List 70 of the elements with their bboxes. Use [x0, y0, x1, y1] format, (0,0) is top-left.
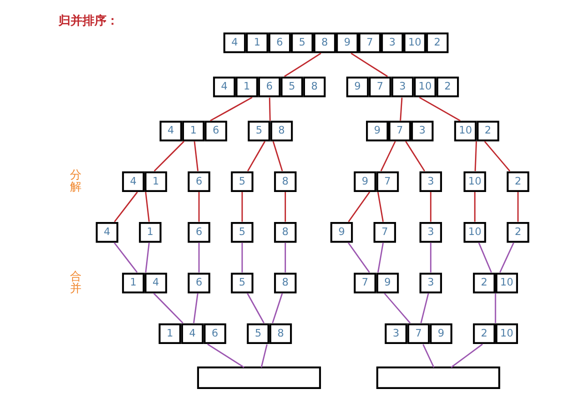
connector — [380, 141, 396, 172]
connector — [474, 192, 475, 222]
node-box: 10 — [463, 171, 486, 192]
node-box: 3 — [418, 272, 442, 294]
node-box: 3 — [418, 171, 442, 192]
connector — [193, 141, 198, 172]
node-box: 8 — [274, 222, 296, 243]
connector — [284, 52, 321, 78]
node-box: 3 — [418, 222, 442, 243]
node-box: 5 — [230, 222, 253, 243]
connector — [430, 242, 431, 272]
connector — [246, 293, 264, 324]
node-box: 9 — [330, 222, 352, 243]
connector — [399, 98, 402, 121]
connector — [113, 242, 138, 273]
connector — [418, 96, 460, 122]
node-box: 6 — [187, 272, 210, 294]
connector — [209, 96, 252, 122]
node-box: 4 — [95, 222, 118, 243]
connector — [284, 242, 286, 272]
connector — [376, 192, 384, 222]
node-box: 8 — [274, 272, 296, 294]
connector — [284, 192, 286, 222]
connector — [114, 192, 138, 222]
connector — [422, 344, 434, 368]
connector — [474, 141, 476, 172]
connector — [192, 293, 198, 324]
node-box: 5 — [230, 171, 253, 192]
connector — [153, 140, 184, 172]
connector — [198, 192, 200, 222]
connector — [430, 192, 431, 222]
connector — [450, 344, 482, 368]
diagram-title: 归并排序： — [58, 13, 118, 28]
connector — [260, 344, 268, 368]
connector — [206, 344, 244, 368]
connector — [144, 242, 150, 272]
node-box: 6 — [187, 222, 210, 243]
node-box: 7 — [373, 222, 396, 243]
connector — [198, 242, 200, 272]
label: 合并 — [69, 270, 80, 296]
node-box: 8 — [274, 171, 296, 192]
connector — [376, 242, 384, 272]
node-box: 6 — [187, 171, 210, 192]
connector — [272, 141, 282, 172]
connector — [152, 292, 183, 324]
connector — [420, 293, 429, 324]
connector — [347, 242, 370, 273]
connector — [350, 52, 388, 78]
node-box: 10 — [463, 222, 486, 243]
node-box — [196, 366, 320, 390]
connector — [144, 192, 150, 222]
node-box: 2 — [506, 171, 529, 192]
node-box — [376, 366, 500, 390]
connector — [478, 242, 492, 273]
connector — [347, 192, 370, 222]
connector — [241, 192, 242, 222]
connector — [268, 98, 270, 121]
connector — [484, 140, 510, 172]
node-box: 1 — [138, 222, 161, 243]
node-box: 2 — [506, 222, 529, 243]
label: 分解 — [69, 168, 80, 194]
connector — [516, 192, 518, 222]
connector — [271, 293, 282, 324]
connector — [246, 141, 265, 172]
connector — [498, 242, 514, 273]
connector — [404, 141, 425, 172]
connector — [241, 242, 242, 272]
node-box: 5 — [230, 272, 253, 294]
connector — [383, 292, 410, 324]
connector — [494, 293, 496, 324]
